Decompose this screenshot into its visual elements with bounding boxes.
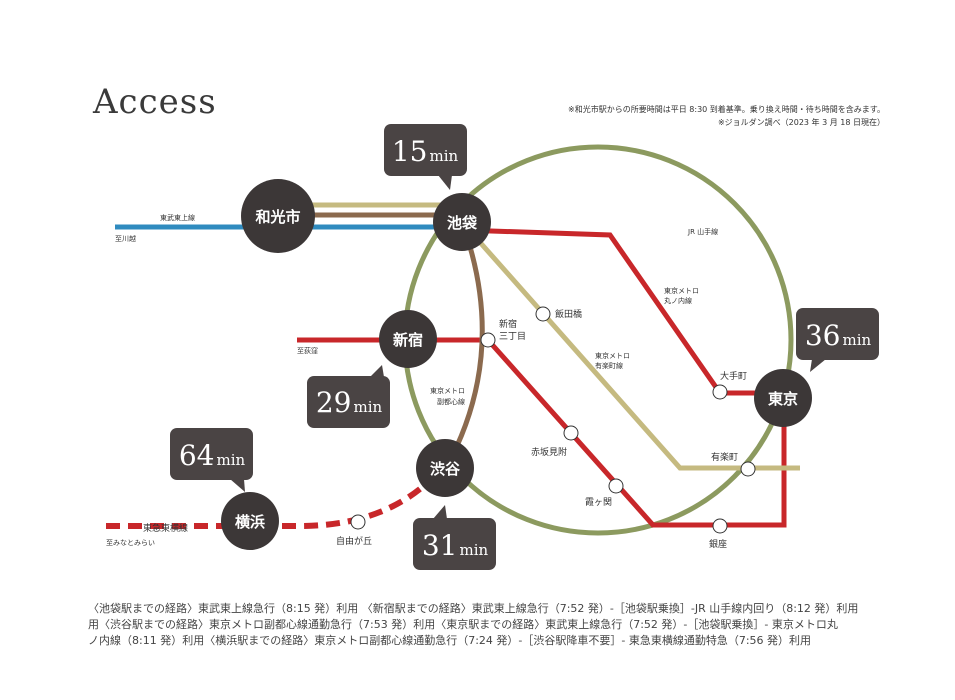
hub-shibuya [416, 439, 474, 497]
label-fukutoshin-2: 副都心線 [437, 397, 465, 406]
time-tokyo-value: 36 [805, 319, 841, 352]
time-shinjuku-value: 29 [316, 386, 352, 419]
time-shibuya-value: 31 [422, 529, 458, 562]
label-to-ogikubo: 至荻窪 [297, 346, 318, 355]
note-line-1: ※和光市駅からの所要時間は平日 8:30 到着基準。乗り換え時間・待ち時間を含み… [568, 105, 885, 114]
label-ginza: 銀座 [709, 538, 727, 550]
time-shibuya-unit: min [459, 541, 488, 559]
label-marunouchi-1: 東京メトロ [664, 286, 699, 295]
label-shinjuku-sanchome-1: 新宿 [499, 318, 517, 330]
route-description-2: 用〈渋谷駅までの経路〉東京メトロ副都心線通勤急行（7:53 発）利用〈東京駅まで… [88, 618, 838, 631]
label-yurakucho-station: 有楽町 [711, 451, 738, 463]
hub-tokyo-label: 東京 [768, 390, 798, 408]
marunouchi-line [297, 227, 787, 528]
label-akasakamitsuke: 赤坂見附 [531, 446, 567, 458]
time-ikebukuro-unit: min [429, 147, 458, 165]
label-to-kawagoe: 至川越 [115, 234, 136, 243]
station-otemachi [712, 384, 728, 400]
hub-ikebukuro [433, 193, 491, 251]
label-to-minatomirai: 至みなとみらい [106, 539, 155, 547]
route-description-1: 〈池袋駅までの経路〉東武東上線急行（8:15 発）利用 〈新宿駅までの経路〉東武… [88, 602, 859, 615]
station-yurakucho [740, 461, 756, 477]
label-tobu-tojo: 東武東上線 [160, 213, 195, 222]
page-title: Access [93, 82, 217, 122]
label-kasumigaseki: 霞ヶ関 [585, 497, 612, 508]
time-shinjuku-unit: min [353, 398, 382, 416]
time-ikebukuro-value: 15 [392, 135, 428, 168]
time-tokyo-unit: min [842, 331, 871, 349]
label-toyoko: 東急東横線 [143, 522, 188, 534]
station-ginza [712, 518, 728, 534]
label-yurakucho-line-2: 有楽町線 [595, 361, 623, 370]
label-marunouchi-2: 丸ノ内線 [664, 296, 692, 305]
hub-shinjuku-label: 新宿 [393, 331, 423, 349]
hub-tokyo [754, 369, 812, 427]
hub-shinjuku [379, 310, 437, 368]
label-jiyugaoka: 自由が丘 [336, 535, 372, 547]
station-shinjuku-sanchome [480, 332, 496, 348]
station-akasakamitsuke [563, 425, 579, 441]
hub-yokohama-label: 横浜 [235, 513, 265, 531]
station-kasumigaseki [608, 478, 624, 494]
label-jr-yamanote: JR 山手線 [687, 227, 718, 236]
route-description-3: ノ内線（8:11 発）利用〈横浜駅までの経路〉東京メトロ副都心線通勤急行（7:2… [88, 634, 812, 647]
fukutoshin-line [443, 239, 485, 470]
station-iidabashi [535, 306, 551, 322]
hub-wakoshi [241, 179, 315, 253]
hub-shibuya-label: 渋谷 [430, 460, 461, 478]
label-shinjuku-sanchome-2: 三丁目 [499, 331, 526, 342]
hub-ikebukuro-label: 池袋 [447, 214, 478, 232]
station-jiyugaoka [350, 514, 366, 530]
label-yurakucho-line-1: 東京メトロ [595, 351, 630, 360]
note-line-2: ※ジョルダン調べ（2023 年 3 月 18 日現在） [717, 118, 885, 127]
time-yokohama-unit: min [216, 451, 245, 469]
label-otemachi: 大手町 [720, 370, 747, 382]
time-yokohama-value: 64 [179, 439, 215, 472]
hub-yokohama [221, 492, 279, 550]
yurakucho-line [460, 220, 800, 471]
label-iidabashi: 飯田橋 [555, 308, 582, 320]
hub-wakoshi-label: 和光市 [255, 208, 300, 226]
label-fukutoshin-1: 東京メトロ [430, 386, 465, 395]
